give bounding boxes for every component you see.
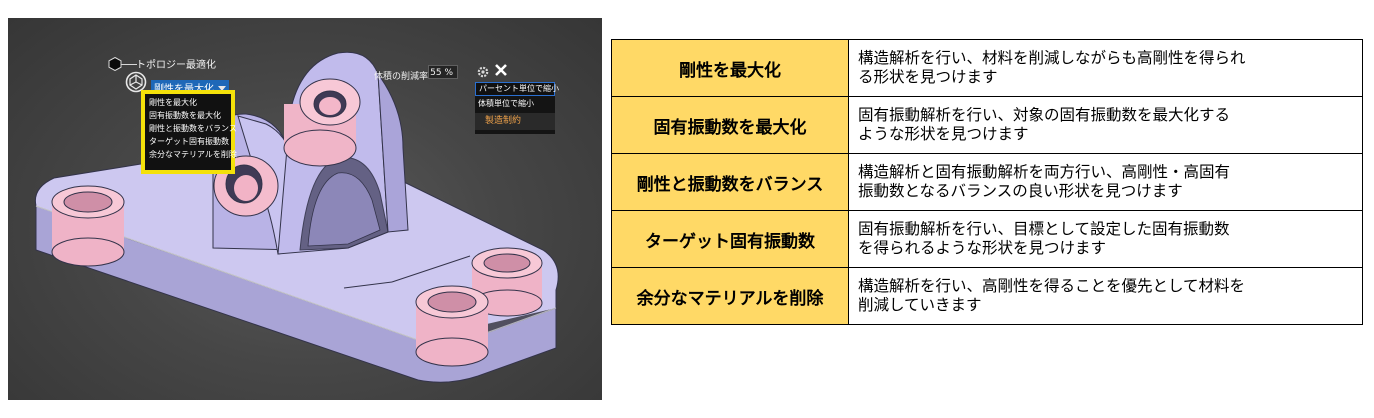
description-line: を得られるような形状を見つけます (858, 239, 1107, 257)
dropdown-option[interactable]: 剛性を最大化 (149, 98, 197, 107)
option-name: ターゲット固有振動数 (611, 210, 849, 268)
manufacturing-constraint-button[interactable]: 製造制約 (475, 113, 555, 130)
topology-node-icon (108, 57, 122, 71)
volume-reduction-input[interactable]: 55 % (428, 65, 458, 79)
volume-reduction-label: 体積の削減率 (374, 72, 429, 82)
table-row: 固有振動数を最大化 固有振動解析を行い、対象の固有振動数を最大化する ような形状… (611, 96, 1363, 154)
hole-right-front (415, 285, 489, 367)
reduce-by-percent-option[interactable]: パーセント単位で縮小 (475, 82, 559, 96)
description-line: 構造解析を行い、材料を削減しながらも高剛性を得られ (858, 49, 1246, 67)
table-row: 剛性と振動数をバランス 構造解析と固有振動解析を両方行い、高剛性・高固有 振動数… (611, 153, 1363, 211)
option-description: 固有振動解析を行い、対象の固有振動数を最大化する ような形状を見つけます (848, 96, 1363, 154)
option-name: 固有振動数を最大化 (611, 96, 849, 154)
hole-right-back (471, 247, 543, 317)
description-line: 構造解析と固有振動解析を両方行い、高剛性・高固有 (858, 163, 1231, 181)
description-line: る形状を見つけます (858, 68, 998, 86)
topology-connector (121, 64, 137, 65)
table-row: ターゲット固有振動数 固有振動解析を行い、目標として設定した固有振動数 を得られ… (611, 210, 1363, 268)
description-line: 構造解析を行い、高剛性を得ることを優先として材料を (858, 277, 1246, 295)
close-icon[interactable] (494, 63, 508, 77)
chevron-down-icon (218, 85, 226, 91)
optimization-type-dropdown: 剛性を最大化 固有振動数を最大化 剛性と振動数をバランス ターゲット固有振動数 … (141, 90, 237, 174)
hole-left (51, 185, 125, 267)
option-description: 固有振動解析を行い、目標として設定した固有振動数 を得られるような形状を見つけま… (848, 210, 1363, 268)
option-name: 余分なマテリアルを削除 (611, 267, 849, 325)
reduction-mode-menu: パーセント単位で縮小 体積単位で縮小 製造制約 (475, 82, 559, 134)
bracket-3d-model (34, 51, 559, 383)
optimization-types-table: 剛性を最大化 構造解析を行い、材料を削減しながらも高剛性を得られ る形状を見つけ… (611, 39, 1363, 325)
dropdown-option[interactable]: 剛性と振動数をバランス (149, 124, 237, 133)
option-description: 構造解析と固有振動解析を両方行い、高剛性・高固有 振動数となるバランスの良い形状… (848, 153, 1363, 211)
topology-title: トポロジー最適化 (136, 60, 216, 71)
description-line: ような形状を見つけます (858, 125, 1029, 143)
selected-option-label: 剛性を最大化 (154, 80, 214, 95)
table-row: 余分なマテリアルを削除 構造解析を行い、高剛性を得ることを優先として材料を 削減… (611, 267, 1363, 325)
description-line: 固有振動解析を行い、対象の固有振動数を最大化する (858, 106, 1231, 124)
description-line: 削減していきます (858, 296, 982, 314)
gear-icon[interactable] (476, 65, 490, 79)
option-description: 構造解析を行い、高剛性を得ることを優先として材料を 削減していきます (848, 267, 1363, 325)
reduce-by-volume-option[interactable]: 体積単位で縮小 (478, 99, 534, 108)
cad-viewport[interactable]: トポロジー最適化 剛性を最大化 剛性を最大化 固有振動数を最大化 剛性と振動数を… (8, 18, 602, 400)
topology-optimize-icon[interactable] (124, 70, 148, 94)
description-line: 固有振動解析を行い、目標として設定した固有振動数 (858, 220, 1230, 238)
option-description: 構造解析を行い、材料を削減しながらも高剛性を得られ る形状を見つけます (848, 39, 1363, 97)
option-name: 剛性を最大化 (611, 39, 849, 97)
dropdown-option[interactable]: ターゲット固有振動数 (149, 137, 229, 146)
dropdown-option[interactable]: 余分なマテリアルを削除 (149, 150, 237, 159)
hole-top-right (283, 78, 361, 167)
description-line: 振動数となるバランスの良い形状を見つけます (858, 182, 1183, 200)
option-name: 剛性と振動数をバランス (611, 153, 849, 211)
table-row: 剛性を最大化 構造解析を行い、材料を削減しながらも高剛性を得られ る形状を見つけ… (611, 39, 1363, 97)
dropdown-option[interactable]: 固有振動数を最大化 (149, 111, 221, 120)
